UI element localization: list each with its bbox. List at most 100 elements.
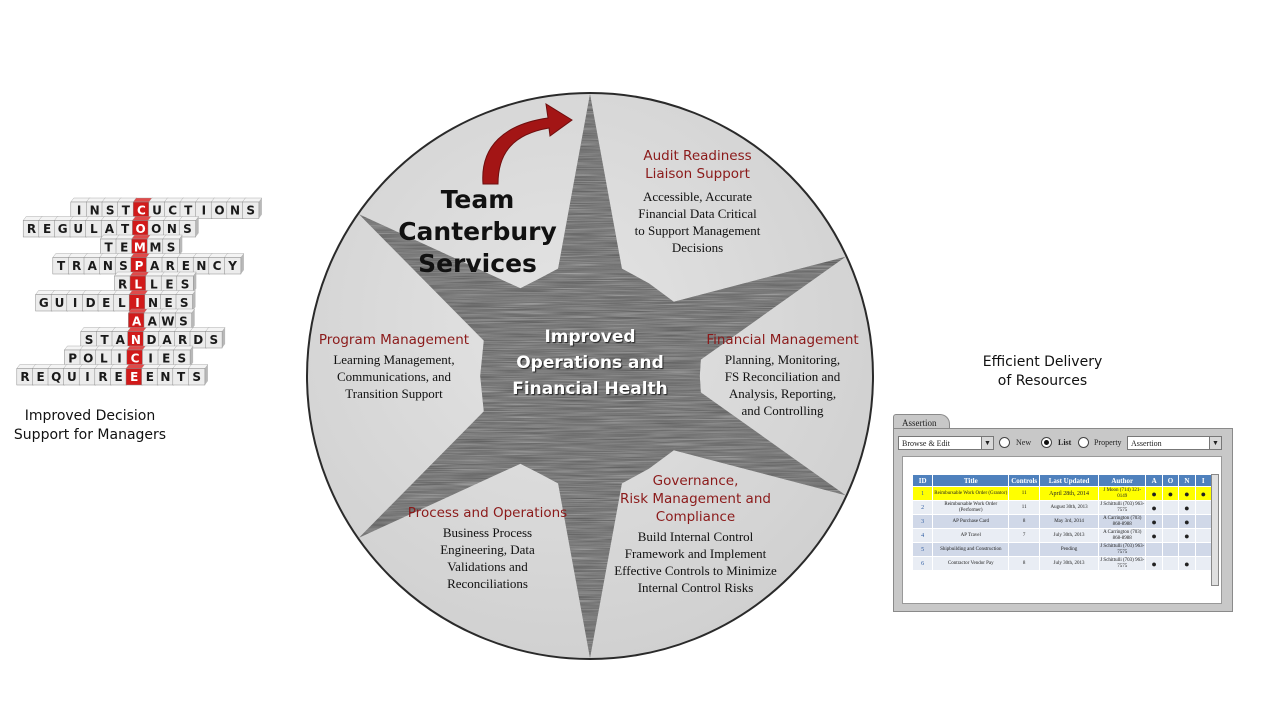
cube-letter: E <box>182 259 190 273</box>
section-audit-title1: Audit Readiness <box>643 148 752 164</box>
column-header[interactable]: Last Updated <box>1039 474 1100 487</box>
letter-cube: T <box>116 216 137 238</box>
core-label: Improved Operations and Financial Health <box>500 324 680 402</box>
column-header[interactable]: Title <box>932 474 1010 487</box>
cell-controls: 11 <box>1008 500 1041 515</box>
cube-letter: S <box>210 333 219 347</box>
letter-cube: M <box>131 234 152 256</box>
right-caption-line1: Efficient Delivery <box>982 354 1103 370</box>
cell-id: 5 <box>911 542 934 557</box>
letter-cube: S <box>174 308 196 330</box>
cube-letter: T <box>105 241 114 255</box>
cube-letter: U <box>152 204 162 218</box>
cell-controls: 8 <box>1008 514 1041 529</box>
letter-cube: S <box>205 327 226 349</box>
cube-letter: N <box>90 204 100 218</box>
table-row[interactable]: 1 Reimbursable Work Order (Grantor) 11 A… <box>911 486 1213 501</box>
radio-new-label: New <box>1016 438 1032 447</box>
cube-letter: N <box>148 296 158 310</box>
table-row[interactable]: 4 AP Travel 7 July 30th, 2013 A Carringt… <box>911 528 1213 543</box>
right-caption-line2: of Resources <box>997 373 1088 389</box>
cell-i <box>1194 528 1213 543</box>
section-program-line: Transition Support <box>345 386 443 401</box>
section-financial-line: Analysis, Reporting, <box>728 386 837 401</box>
left-caption-line2: Support for Managers <box>13 427 167 443</box>
letter-cube: I <box>66 290 87 312</box>
table-row[interactable]: 6 Contractor Vendor Pay 8 July 30th, 201… <box>911 556 1213 571</box>
letter-cube: S <box>175 290 196 312</box>
cube-letter: E <box>165 296 173 310</box>
section-process-line: Reconciliations <box>447 576 528 591</box>
column-header[interactable]: Controls <box>1008 474 1041 487</box>
letter-cube: S <box>162 234 183 256</box>
letter-cube: E <box>110 364 131 386</box>
radio-new[interactable] <box>999 437 1010 448</box>
assertion-tab[interactable]: Assertion <box>893 414 950 430</box>
cube-letter: R <box>72 259 81 273</box>
cube-letter: R <box>20 370 29 384</box>
cube-letter: A <box>150 259 160 273</box>
cube-letter: C <box>137 204 146 218</box>
column-header[interactable]: A <box>1145 474 1163 487</box>
letter-cube: N <box>192 253 214 275</box>
mode-select-value: Browse & Edit <box>902 439 950 448</box>
column-header[interactable]: I <box>1194 474 1213 487</box>
cell-o <box>1161 556 1180 571</box>
table-row[interactable]: 5 Shipbuilding and Construction Pending … <box>911 542 1213 557</box>
table-row[interactable]: 2 Reimbursable Work Order (Performer) 11… <box>911 500 1213 515</box>
cell-n <box>1178 542 1196 557</box>
letter-cube: R <box>114 271 135 293</box>
radio-list[interactable] <box>1041 437 1052 448</box>
cube-letter: T <box>177 370 186 384</box>
letter-cube: R <box>68 253 89 275</box>
cube-letter: S <box>119 259 128 273</box>
core-label-line2: Operations and <box>516 353 664 373</box>
right-caption: Efficient Delivery of Resources <box>965 353 1120 391</box>
column-header[interactable]: Author <box>1098 474 1147 487</box>
chevron-down-icon[interactable]: ▼ <box>981 437 993 449</box>
team-title: Team Canterbury Services <box>360 184 595 280</box>
cube-letter: E <box>146 370 154 384</box>
cube-letter: D <box>193 333 203 347</box>
cube-letter: S <box>192 370 201 384</box>
letter-cube: Q <box>47 364 68 386</box>
table-row[interactable]: 3 AP Purchase Card 8 May 3rd, 2014 A Car… <box>911 514 1213 529</box>
cube-letter: L <box>90 222 98 236</box>
cube-letter: A <box>116 333 126 347</box>
team-title-line1: Team Canterbury <box>398 185 557 246</box>
column-header[interactable]: O <box>1161 474 1180 487</box>
letter-cube: S <box>80 327 101 349</box>
cube-letter: R <box>27 222 36 236</box>
section-process: Process and Operations Business Process … <box>400 504 575 592</box>
cell-author: J Schittulli (703) 963-7575 <box>1098 542 1147 557</box>
cell-id: 1 <box>911 486 934 501</box>
cube-letter: D <box>86 296 96 310</box>
letter-cube: O <box>210 197 232 219</box>
chevron-down-icon[interactable]: ▼ <box>1209 437 1221 449</box>
cube-letter: S <box>178 352 187 366</box>
radio-property[interactable] <box>1078 437 1089 448</box>
cube-letter: A <box>148 315 158 329</box>
mode-select[interactable]: Browse & Edit ▼ <box>898 436 994 450</box>
column-header[interactable]: ID <box>911 474 934 487</box>
cell-o <box>1161 542 1180 557</box>
section-program-line: Learning Management, <box>333 352 455 367</box>
cell-updated: Pending <box>1039 542 1100 557</box>
vertical-scrollbar[interactable] <box>1211 474 1219 586</box>
letter-cube: R <box>161 253 182 275</box>
cube-letter: E <box>120 241 128 255</box>
cube-letter: N <box>131 333 141 347</box>
type-select[interactable]: Assertion ▼ <box>1127 436 1222 450</box>
radio-property-label: Property <box>1094 438 1122 447</box>
cube-letter: O <box>214 204 224 218</box>
column-header[interactable]: N <box>1178 474 1196 487</box>
cube-letter: S <box>106 204 115 218</box>
letter-cube: I <box>78 364 100 386</box>
letter-cube: R <box>173 327 195 349</box>
section-governance-line: Effective Controls to Minimize <box>614 563 777 578</box>
cell-o <box>1161 514 1180 529</box>
cube-letter: A <box>105 222 115 236</box>
cell-author: J Moon (714) 321-0149 <box>1098 486 1147 501</box>
letter-cube: E <box>125 364 146 386</box>
cell-n: ● <box>1178 528 1196 543</box>
